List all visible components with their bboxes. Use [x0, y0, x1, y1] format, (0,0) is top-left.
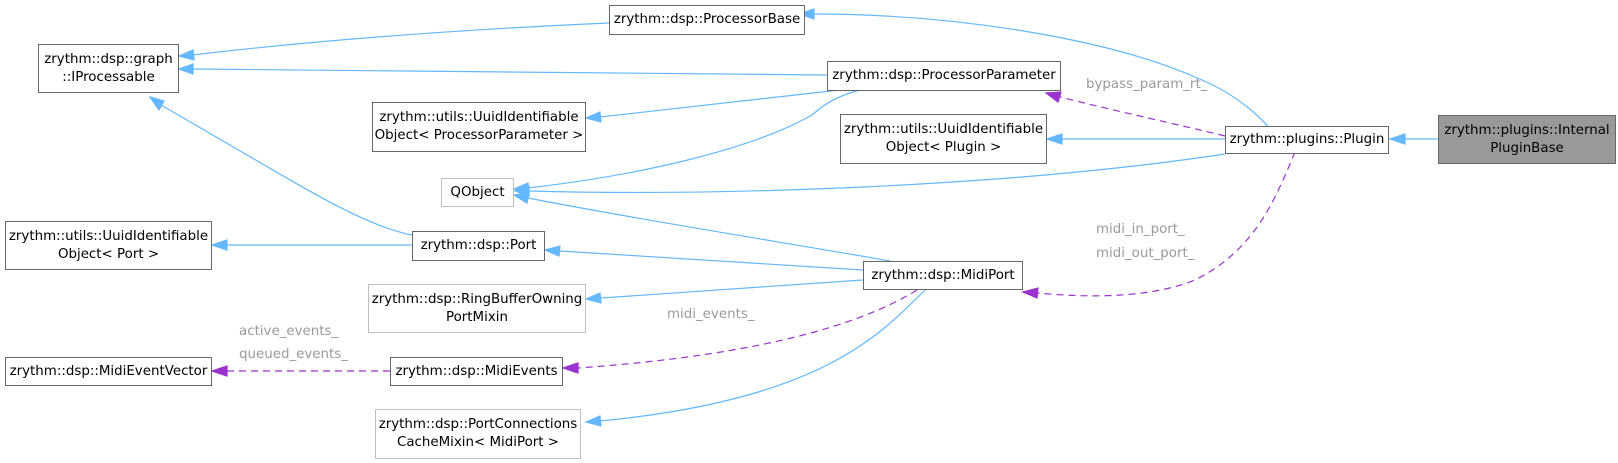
arrow-uuid-plugin-inherit	[1045, 133, 1063, 145]
edge-bypass-param	[1059, 96, 1226, 137]
edge-port-to-midi-port	[559, 250, 864, 271]
edge-iprocessable-to-port	[160, 104, 413, 236]
node-midi-events-label: zrythm::dsp::MidiEvents	[395, 363, 558, 379]
node-internal-plugin-base[interactable]: zrythm::plugins::Internal PluginBase	[1438, 115, 1616, 164]
edge-iprocessable-to-processor-parameter	[192, 68, 828, 76]
node-uuid-processor-parameter-line1: zrythm::utils::UuidIdentifiable	[379, 110, 579, 125]
arrow-port-from-midi-port	[543, 245, 561, 257]
node-midi-port[interactable]: zrythm::dsp::MidiPort	[863, 261, 1023, 290]
edge-qobject-to-plugin	[527, 153, 1226, 193]
edge-processor-base-to-plugin	[812, 13, 1289, 151]
node-uuid-processor-parameter-line2: Object< ProcessorParameter >	[374, 128, 584, 143]
edge-midi-events-usage	[577, 289, 918, 369]
node-midi-event-vector[interactable]: zrythm::dsp::MidiEventVector	[5, 357, 212, 386]
node-processor-base[interactable]: zrythm::dsp::ProcessorBase	[609, 5, 805, 35]
arrow-midi-events-usage	[561, 362, 579, 374]
node-iprocessable-line2: ::IProcessable	[62, 69, 155, 85]
edge-qobject-to-processor-parameter	[527, 89, 861, 189]
node-plugin-label: zrythm::plugins::Plugin	[1229, 132, 1385, 147]
edge-label-midi-events: midi_events_	[667, 307, 755, 322]
node-processor-base-label: zrythm::dsp::ProcessorBase	[613, 12, 801, 27]
arrow-midi-ports-usage	[1021, 287, 1039, 299]
edge-port-connections-to-midi-port	[599, 289, 926, 422]
node-uuid-port-line1: zrythm::utils::UuidIdentifiable	[8, 228, 209, 244]
node-plugin[interactable]: zrythm::plugins::Plugin	[1225, 126, 1389, 154]
node-port-connections[interactable]: zrythm::dsp::PortConnections CacheMixin<…	[375, 409, 581, 459]
arrow-qobject-from-processor-parameter	[512, 182, 530, 194]
edge-label-bypass-param: bypass_param_rt_	[1086, 77, 1208, 92]
arrow-midi-event-vector-usage	[210, 365, 228, 377]
node-midi-events[interactable]: zrythm::dsp::MidiEvents	[390, 357, 563, 386]
arrow-processor-base-inherit	[798, 8, 815, 20]
edge-ring-buffer-to-midi-port	[600, 279, 864, 299]
node-port-connections-line1: zrythm::dsp::PortConnections	[378, 417, 578, 432]
edge-label-midi-in-port: midi_in_port_	[1096, 222, 1185, 237]
arrow-uuid-pp-inherit	[584, 111, 602, 123]
node-iprocessable[interactable]: zrythm::dsp::graph ::IProcessable	[38, 44, 179, 93]
node-processor-parameter[interactable]: zrythm::dsp::ProcessorParameter	[827, 61, 1061, 91]
arrow-uuid-port-inherit	[210, 239, 228, 251]
node-processor-parameter-label: zrythm::dsp::ProcessorParameter	[832, 68, 1056, 83]
edge-label-midi-out-port: midi_out_port_	[1096, 246, 1195, 261]
edge-iprocessable-to-processor-base	[191, 22, 610, 56]
arrow-qobject-from-midi-port	[512, 192, 530, 204]
edge-label-active-events: active_events_	[239, 324, 339, 339]
node-port-label: zrythm::dsp::Port	[420, 238, 537, 253]
edge-label-queued-events: queued_events_	[239, 347, 348, 362]
node-iprocessable-line1: zrythm::dsp::graph	[44, 51, 173, 67]
edge-uuid-pp-to-processor-parameter	[599, 89, 841, 118]
arrow-ring-buffer-from-midi-port	[584, 292, 602, 304]
arrow-port-connections-from-midi-port	[584, 415, 602, 427]
node-qobject[interactable]: QObject	[441, 178, 514, 207]
arrow-iprocessable-from-processor-parameter	[177, 63, 194, 75]
node-qobject-label: QObject	[450, 184, 505, 200]
node-midi-event-vector-label: zrythm::dsp::MidiEventVector	[9, 363, 208, 379]
edge-qobject-to-midi-port	[527, 197, 891, 262]
arrow-iprocessable-from-processor-base	[177, 49, 195, 61]
node-uuid-plugin-line1: zrythm::utils::UuidIdentifiable	[843, 122, 1044, 137]
arrow-bypass-param	[1044, 91, 1062, 103]
node-ring-buffer-line2: PortMixin	[446, 309, 508, 325]
node-uuid-port-line2: Object< Port >	[57, 246, 160, 262]
arrow-plugin-inherit	[1388, 133, 1406, 145]
node-ring-buffer-line1: zrythm::dsp::RingBufferOwning	[371, 291, 583, 307]
node-uuid-processor-parameter[interactable]: zrythm::utils::UuidIdentifiable Object< …	[372, 102, 586, 152]
node-uuid-plugin-line2: Object< Plugin >	[885, 140, 1002, 155]
node-internal-plugin-base-line2: PluginBase	[1490, 140, 1564, 156]
node-ring-buffer[interactable]: zrythm::dsp::RingBufferOwning PortMixin	[368, 284, 586, 333]
node-port[interactable]: zrythm::dsp::Port	[412, 231, 545, 261]
node-midi-port-label: zrythm::dsp::MidiPort	[871, 267, 1015, 283]
node-uuid-plugin[interactable]: zrythm::utils::UuidIdentifiable Object< …	[840, 114, 1047, 164]
node-internal-plugin-base-line1: zrythm::plugins::Internal	[1444, 122, 1610, 138]
arrow-iprocessable-from-port	[148, 95, 165, 112]
node-uuid-port[interactable]: zrythm::utils::UuidIdentifiable Object< …	[5, 221, 212, 270]
node-port-connections-line2: CacheMixin< MidiPort >	[396, 435, 560, 450]
